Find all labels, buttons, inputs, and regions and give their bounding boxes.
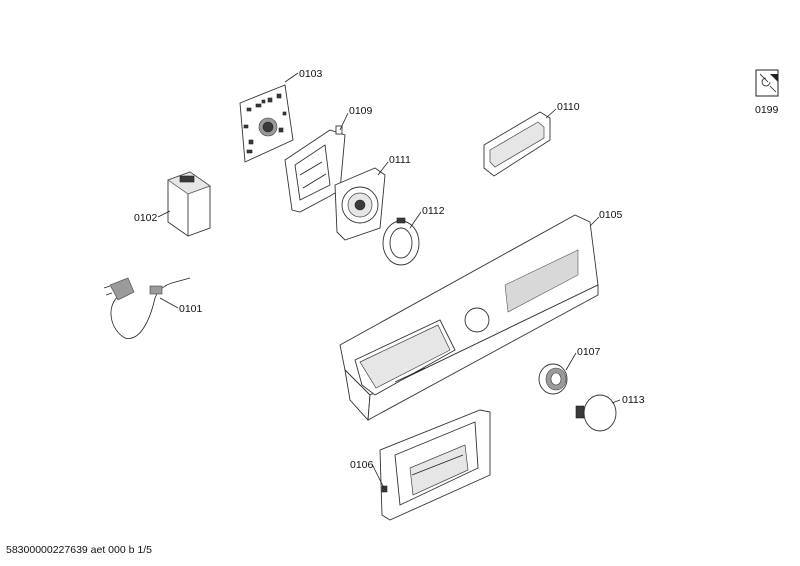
- label-0105: 0105: [599, 209, 623, 221]
- label-0109: 0109: [349, 105, 373, 117]
- part-0107-knob[interactable]: [538, 363, 568, 395]
- wrench-icon[interactable]: [755, 69, 779, 97]
- label-0107: 0107: [577, 346, 601, 358]
- label-0102: 0102: [134, 212, 158, 224]
- part-0103-circuit-board[interactable]: [239, 84, 294, 163]
- footer-document-id: 58300000227639 aet 000 b 1/5: [6, 544, 152, 556]
- label-0110: 0110: [557, 101, 580, 113]
- part-0109-bracket[interactable]: [284, 125, 346, 213]
- part-0113-button-cap[interactable]: [575, 394, 617, 432]
- part-0105-control-panel[interactable]: [339, 214, 599, 422]
- label-0111: 0111: [389, 154, 411, 166]
- label-0112: 0112: [422, 205, 445, 217]
- part-0106-drawer-handle[interactable]: [379, 409, 491, 521]
- label-0199: 0199: [755, 104, 779, 116]
- part-0112-ring[interactable]: [382, 217, 420, 266]
- part-0111-switch-holder[interactable]: [334, 167, 386, 241]
- part-0102-module[interactable]: [167, 171, 211, 237]
- label-0113: 0113: [622, 394, 645, 406]
- part-0101-power-cable[interactable]: [103, 277, 191, 339]
- label-0101: 0101: [179, 303, 203, 315]
- part-0110-display[interactable]: [483, 111, 551, 177]
- label-0103: 0103: [299, 68, 323, 80]
- label-0106: 0106: [350, 459, 374, 471]
